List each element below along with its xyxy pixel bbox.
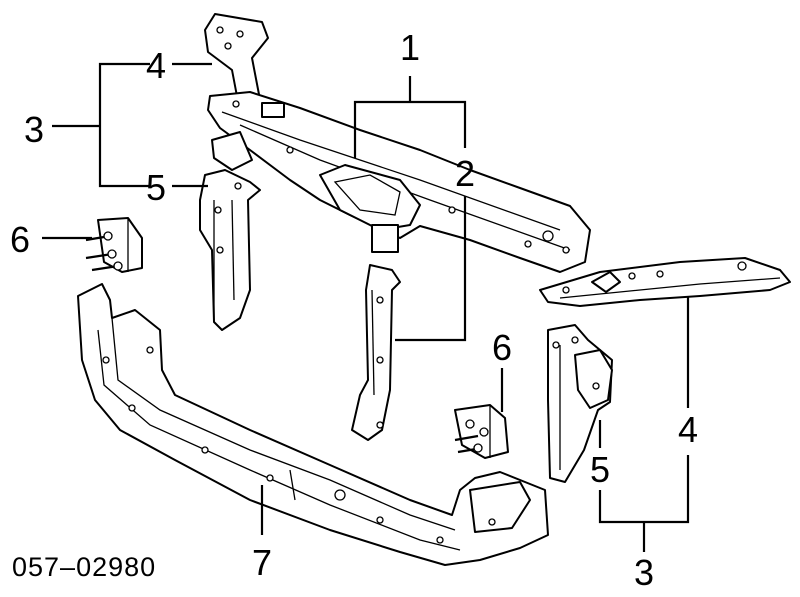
- center-vertical-support: [351, 264, 401, 441]
- callout-7: 7: [252, 542, 272, 583]
- right-side-bracket: [547, 324, 613, 483]
- diagram-code: 057–02980: [12, 552, 156, 582]
- callout-5-right: 5: [590, 449, 610, 490]
- left-side-bracket: [199, 169, 261, 331]
- callout-4-right: 4: [678, 409, 698, 450]
- callout-4-left: 4: [146, 45, 166, 86]
- lower-crossmember: [77, 283, 549, 566]
- callout-6-left: 6: [10, 219, 30, 260]
- upper-crossmember: [207, 91, 591, 273]
- callout-3-right: 3: [634, 552, 654, 593]
- right-lower-arm: [539, 257, 791, 307]
- callout-6-right: 6: [492, 327, 512, 368]
- upper-left-bracket: [204, 13, 269, 113]
- callout-3-left: 3: [24, 109, 44, 150]
- right-mount: [454, 404, 509, 459]
- callout-2: 2: [455, 153, 475, 194]
- callout-5-left: 5: [146, 167, 166, 208]
- left-mount: [85, 217, 143, 273]
- leader-lines: [42, 62, 690, 552]
- callout-1: 1: [400, 27, 420, 68]
- small-clip: [211, 131, 253, 171]
